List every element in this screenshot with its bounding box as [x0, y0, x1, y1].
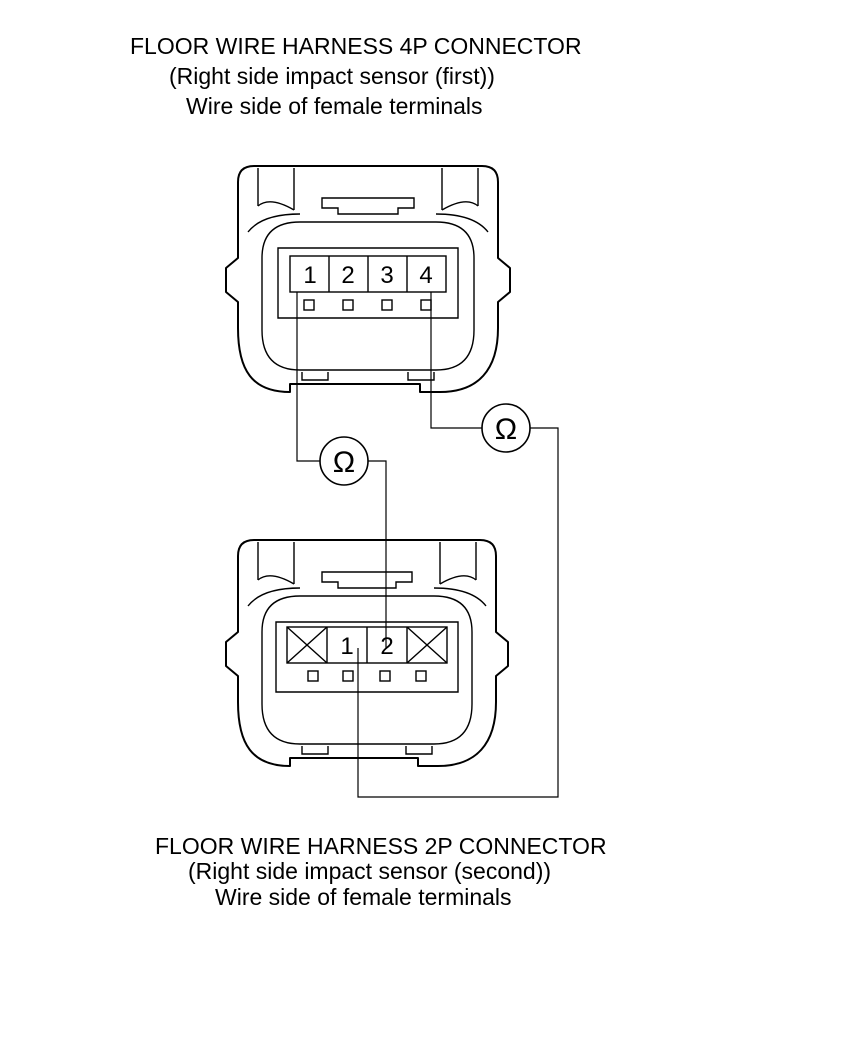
- top-connector-note: Wire side of female terminals: [186, 93, 483, 119]
- bottom-pin-1: 1: [340, 633, 353, 660]
- unused-cavity-right: [406, 626, 448, 664]
- ohm-symbol-2: Ω: [495, 413, 517, 446]
- bottom-connector-note: Wire side of female terminals: [215, 884, 512, 910]
- top-pin-4: 4: [419, 262, 432, 289]
- top-connector-housing: [225, 165, 511, 393]
- bottom-connector-housing: [225, 539, 509, 767]
- top-pin-3: 3: [380, 262, 393, 289]
- test-lead-2: [357, 292, 559, 798]
- bottom-connector-latch: [321, 571, 413, 589]
- bottom-2p-connector: [225, 539, 509, 767]
- ohmmeter-1: Ω: [319, 436, 369, 486]
- top-connector-latch: [321, 197, 415, 215]
- top-pin-1: 1: [303, 262, 316, 289]
- top-connector-subtitle: (Right side impact sensor (first)): [169, 63, 495, 89]
- top-connector-title: FLOOR WIRE HARNESS 4P CONNECTOR: [130, 33, 582, 59]
- ohm-symbol-1: Ω: [333, 446, 355, 479]
- ohmmeter-2: Ω: [481, 403, 531, 453]
- bottom-connector-subtitle: (Right side impact sensor (second)): [188, 858, 552, 884]
- unused-cavity-left: [286, 626, 328, 664]
- top-4p-connector: [225, 165, 511, 393]
- top-pin-2: 2: [341, 262, 354, 289]
- bottom-pin-2: 2: [380, 633, 393, 660]
- bottom-connector-title: FLOOR WIRE HARNESS 2P CONNECTOR: [155, 833, 607, 859]
- test-lead-1: [296, 292, 387, 648]
